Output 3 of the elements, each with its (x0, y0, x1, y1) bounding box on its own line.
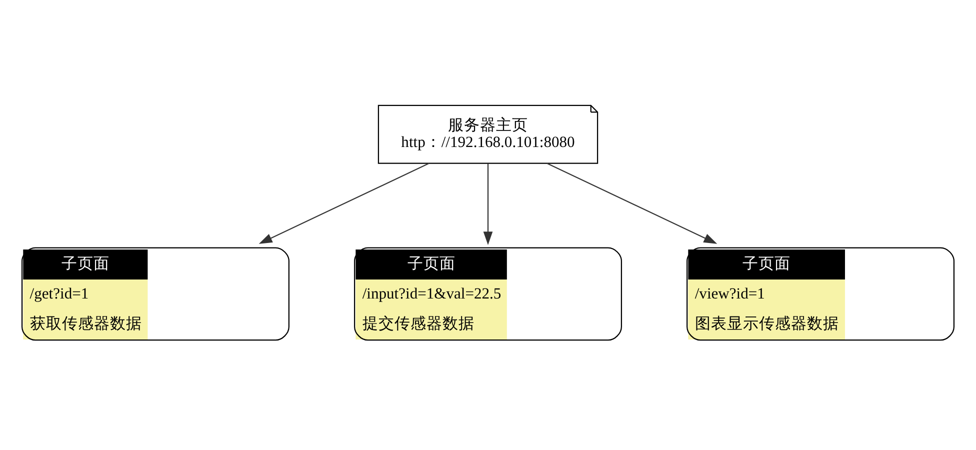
arrow (546, 162, 718, 244)
arrow (258, 162, 430, 244)
arrow (483, 164, 493, 245)
